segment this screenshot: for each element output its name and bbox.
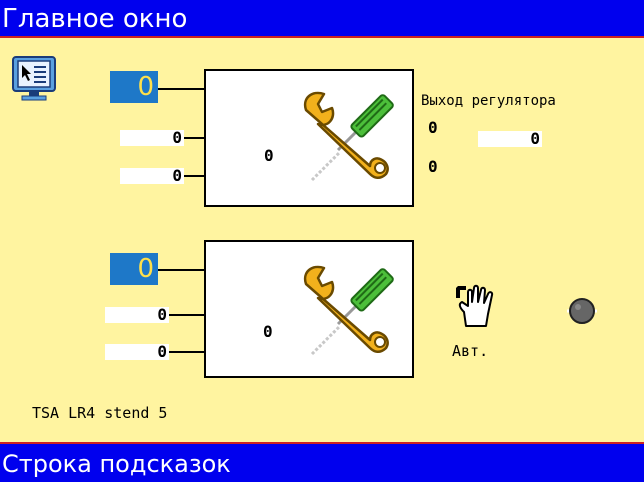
regulator1-input3-field[interactable]: 0 [120, 168, 184, 184]
hint-bar: Строка подсказок [0, 442, 644, 482]
regulator1-block[interactable] [204, 69, 414, 207]
wrench-screwdriver-icon [300, 88, 400, 188]
connector-line [184, 175, 204, 177]
regulator1-output-b: 0 [428, 157, 438, 176]
regulator2-setpoint-field[interactable]: 0 [110, 253, 158, 285]
connector-line [169, 314, 204, 316]
regulator1-center-value: 0 [264, 146, 274, 165]
wrench-screwdriver-icon [300, 262, 400, 362]
monitor-cursor-icon[interactable] [12, 56, 56, 102]
regulator2-center-value: 0 [263, 322, 273, 341]
regulator1-input2-field[interactable]: 0 [120, 130, 184, 146]
regulator2-block[interactable] [204, 240, 414, 378]
window-title: Главное окно [0, 0, 644, 38]
mode-label: Авт. [452, 342, 489, 360]
connector-line [169, 351, 204, 353]
regulator1-setpoint-field[interactable]: 0 [110, 71, 158, 103]
regulator1-output-a: 0 [428, 118, 438, 137]
indicator-lamp-icon [565, 296, 599, 326]
connector-line [158, 88, 204, 90]
regulator2-input2-field[interactable]: 0 [105, 307, 169, 323]
regulator-output-label: Выход регулятора [421, 93, 556, 109]
regulator2-input3-field[interactable]: 0 [105, 344, 169, 360]
hand-icon[interactable] [452, 282, 498, 330]
regulator1-output-field[interactable]: 0 [478, 131, 542, 147]
connector-line [184, 137, 204, 139]
device-label: TSA LR4 stend 5 [32, 404, 168, 422]
connector-line [158, 269, 204, 271]
